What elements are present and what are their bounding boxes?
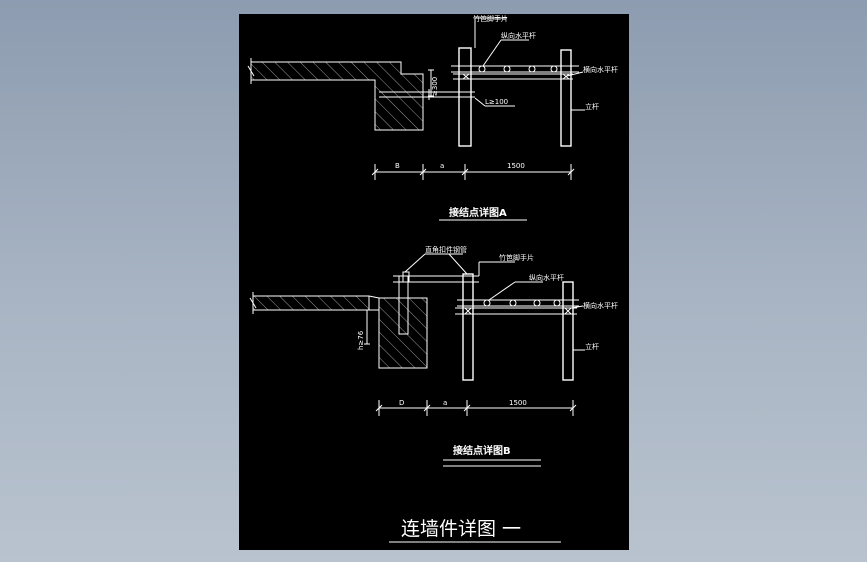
detail-b: h≥76 直角扣件钢管 竹笆脚手片 纵向水平杆 横向水平杆 立杆 D a 150: [249, 245, 618, 467]
detail-b-dim-side: h≥76: [357, 330, 365, 350]
sheet-title: 连墙件详图 一: [401, 518, 521, 540]
detail-a-label-upright: 立杆: [585, 102, 599, 111]
detail-b-dim-a: a: [443, 399, 447, 407]
detail-b-label-tie-pipe: 直角扣件钢管: [425, 245, 467, 254]
detail-a-dim-b: B: [395, 162, 400, 170]
detail-b-dim-b: D: [399, 399, 404, 407]
detail-b-label-longitudinal-bar: 纵向水平杆: [529, 273, 564, 282]
detail-b-slab: [249, 292, 428, 369]
detail-a-dim-span: 1500: [507, 162, 525, 170]
detail-b-label-upright: 立杆: [585, 342, 599, 351]
detail-a-caption: 接结点详图A: [449, 206, 507, 219]
detail-b-outer-upright: [562, 281, 574, 381]
detail-b-inner-upright: [462, 273, 474, 381]
detail-a-slab: [247, 58, 424, 131]
detail-a-dim-300: ≥300: [431, 77, 439, 96]
detail-b-label-transverse-bar: 横向水平杆: [583, 301, 618, 310]
detail-a-label-l100: L≥100: [485, 98, 508, 106]
detail-a-longitudinal-bar: [451, 65, 579, 73]
drawing-sheet: ≥300 竹笆脚手片 纵向水平杆 横向水平杆 立杆 L≥100 B a 1500: [239, 14, 629, 550]
detail-b-dimension-line: [375, 400, 577, 416]
detail-a-label-bamboo-plank: 竹笆脚手片: [473, 14, 508, 23]
cad-drawing: ≥300 竹笆脚手片 纵向水平杆 横向水平杆 立杆 L≥100 B a 1500: [247, 14, 618, 543]
detail-a-outer-upright: [560, 49, 572, 147]
detail-b-caption: 接结点详图B: [453, 444, 511, 457]
detail-a-label-transverse-bar: 横向水平杆: [583, 65, 618, 74]
detail-a-label-longitudinal-bar: 纵向水平杆: [501, 31, 536, 40]
detail-a-tie-bar: [379, 89, 475, 100]
detail-a: ≥300 竹笆脚手片 纵向水平杆 横向水平杆 立杆 L≥100 B a 1500: [247, 14, 618, 221]
detail-b-longitudinal-bar: [457, 299, 579, 307]
detail-a-transverse-bar: [453, 73, 573, 80]
detail-a-dimension-line: [371, 164, 575, 180]
detail-b-transverse-bar: [455, 307, 577, 315]
detail-b-label-bamboo-plank: 竹笆脚手片: [499, 253, 534, 262]
detail-b-dim-span: 1500: [509, 399, 527, 407]
detail-a-dim-a: a: [440, 162, 444, 170]
detail-b-tie-bracket: [393, 271, 479, 335]
